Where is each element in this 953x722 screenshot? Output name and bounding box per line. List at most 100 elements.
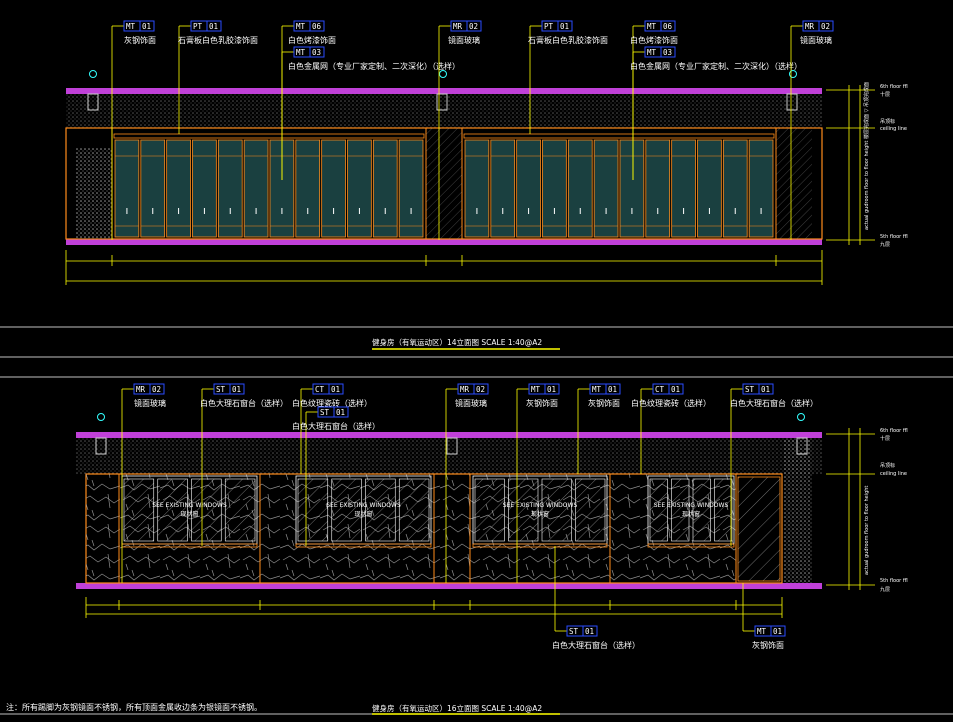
column-hatch-right-16	[784, 438, 812, 583]
level-note-5th-14: 九层	[880, 241, 890, 248]
window-label: SEE EXISTING WINDOWS	[503, 502, 578, 509]
floor-band-14	[66, 239, 822, 245]
mirror-pillar-14a	[426, 128, 462, 239]
level-note-ceiling-14: 吊顶标	[880, 118, 895, 125]
tag-description: 白色纹理瓷砖（选样）	[292, 398, 372, 408]
tag-number: 03	[312, 48, 321, 57]
tag-number: 01	[232, 385, 241, 394]
tag-description: 灰钢饰面	[588, 398, 620, 408]
tag-number: 01	[331, 385, 340, 394]
tag-code: ST	[320, 408, 330, 417]
level-6th-14: 6th floor ffl	[880, 84, 908, 90]
material-tag: MR 02 镜面玻璃	[121, 383, 166, 583]
mirror-panel-16	[737, 476, 781, 582]
tag-code: MT	[126, 22, 136, 31]
locker-panel	[645, 139, 671, 238]
locker-panel	[464, 139, 490, 238]
tag-number: 01	[585, 627, 594, 636]
tag-description: 白色大理石窗台（选样）	[292, 421, 380, 431]
window-sublabel: 现状窗	[180, 510, 198, 518]
general-note: 注：所有踢脚为灰钢镜面不锈钢，所有顶面金属收边条为银镜面不锈钢。	[6, 702, 262, 712]
tag-number: 01	[608, 385, 617, 394]
tag-description: 白色金属网（专业厂家定制、二次深化）（选样）	[630, 61, 802, 71]
tag-description: 白色金属网（专业厂家定制、二次深化）（选样）	[288, 61, 460, 71]
locker-panel	[567, 139, 593, 238]
tag-number: 01	[560, 22, 569, 31]
tag-code: ST	[569, 627, 579, 636]
material-tag: ST 01 白色大理石窗台（选样）	[552, 546, 640, 650]
tag-code: MR	[460, 385, 470, 394]
locker-panel	[192, 139, 217, 238]
tag-code: ST	[745, 385, 755, 394]
window-label: SEE EXISTING WINDOWS	[152, 502, 227, 509]
tag-number: 01	[761, 385, 770, 394]
tag-description: 白色大理石窗台（选样）	[552, 640, 640, 650]
title-elevation-16: 健身房（有氧运动区）16立面图 SCALE 1:40@A2	[372, 703, 542, 713]
locker-panel	[490, 139, 516, 238]
level-ceiling-16: ceiling line	[880, 471, 907, 477]
locker-panel	[697, 139, 722, 238]
ceiling-void-14	[66, 94, 822, 128]
ceiling-void-16	[76, 438, 822, 474]
locker-panel	[140, 139, 166, 238]
locker-panel	[347, 139, 372, 238]
tag-description: 镜面玻璃	[134, 398, 166, 408]
locker-panel	[722, 139, 748, 238]
material-tag: ST 01 白色大理石窗台（选样）	[292, 406, 380, 546]
tag-description: 灰钢饰面	[526, 398, 558, 408]
tag-number: 01	[773, 627, 782, 636]
level-note-6th-14: 十层	[880, 91, 890, 98]
tag-number: 02	[152, 385, 161, 394]
locker-panel	[619, 139, 645, 238]
tag-code: MR	[453, 22, 463, 31]
level-6th-16: 6th floor ffl	[880, 428, 908, 434]
locker-panels-b	[463, 133, 775, 238]
material-tag: ST 01 白色大理石窗台（选样）	[730, 383, 818, 546]
tag-number: 01	[671, 385, 680, 394]
tag-description: 白色大理石窗台（选样）	[730, 398, 818, 408]
tag-code: MT	[647, 48, 657, 57]
window-label: SEE EXISTING WINDOWS	[654, 502, 729, 509]
tag-number: 02	[476, 385, 485, 394]
locker-panel	[398, 139, 424, 238]
tag-code: CT	[315, 385, 325, 394]
tag-code: MT	[757, 627, 767, 636]
tag-number: 02	[469, 22, 478, 31]
window-sublabel: 现状窗	[354, 510, 372, 518]
tag-code: CT	[655, 385, 665, 394]
locker-panel	[748, 139, 774, 238]
material-tag: CT 01 白色纹理瓷砖（选样）	[631, 383, 711, 474]
tag-number: 01	[336, 408, 345, 417]
window-label: SEE EXISTING WINDOWS	[326, 502, 401, 509]
tag-description: 白色大理石窗台（选样）	[200, 398, 288, 408]
tag-number: 06	[312, 22, 322, 31]
level-5th-14: 5th floor ffl	[880, 234, 908, 240]
tag-code: MT	[647, 22, 657, 31]
tag-code: MR	[136, 385, 146, 394]
tag-description: 白色纹理瓷砖（选样）	[631, 398, 711, 408]
locker-panel	[114, 139, 140, 238]
mirror-pillar-14b	[776, 128, 812, 239]
window-sublabel: 现状窗	[682, 510, 700, 518]
tag-number: 01	[547, 385, 556, 394]
window-sublabel: 现状窗	[531, 510, 549, 518]
tag-code: MR	[805, 22, 815, 31]
tag-description: 石膏板白色乳胶漆饰面	[528, 35, 608, 45]
column-hatch-left-14	[76, 148, 112, 239]
level-note-6th-16: 十层	[880, 435, 890, 442]
